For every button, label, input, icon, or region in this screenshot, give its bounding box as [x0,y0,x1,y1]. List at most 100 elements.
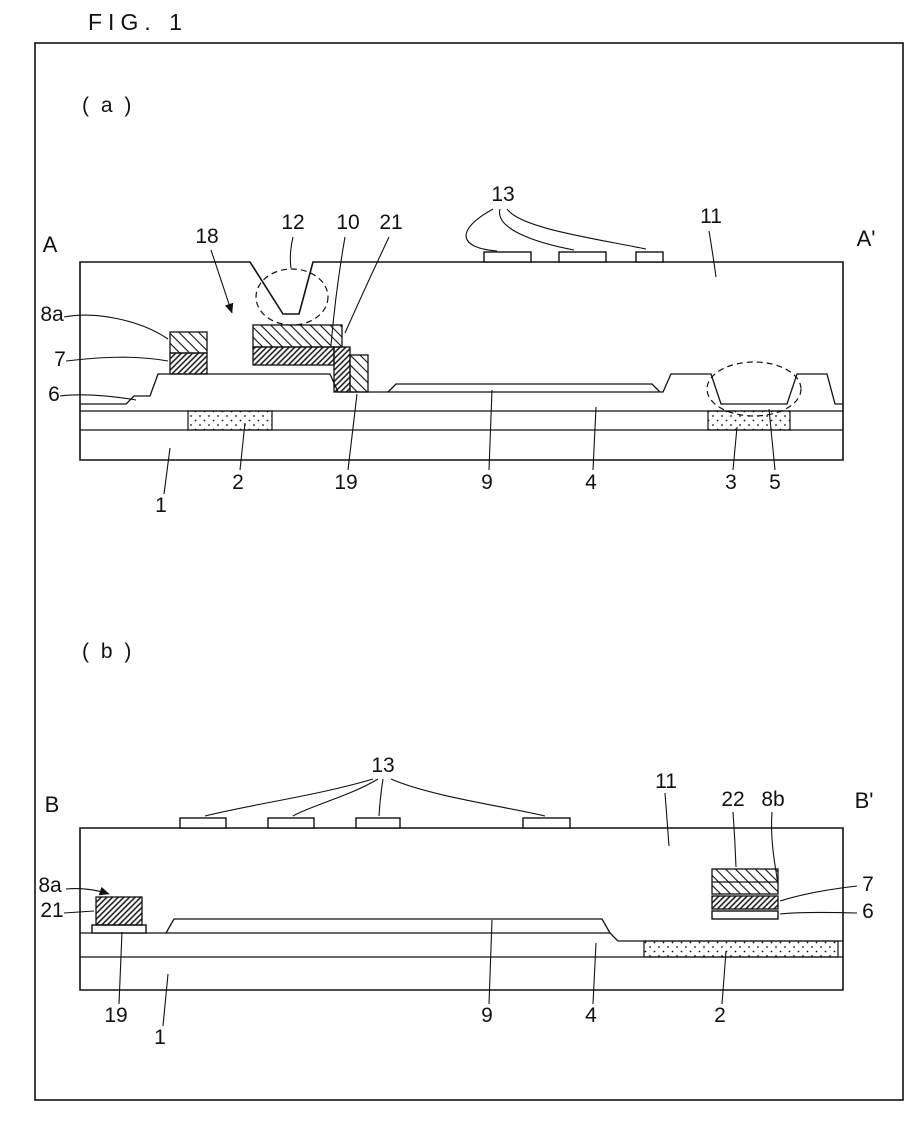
callout-a-4: 4 [585,471,597,494]
leader-a-13-2 [499,208,575,251]
leader-a-2 [239,422,246,471]
callout-b-9: 9 [481,1004,493,1027]
leader-b-21 [63,910,95,914]
panel-a-contact-ellipse-12 [255,268,329,326]
callout-b-11: 11 [655,770,677,793]
leader-a-13-1 [465,208,498,252]
section-marker-B-prime: B' [855,788,874,813]
callout-b-8a: 8a [38,874,62,897]
leader-a-4 [592,406,597,471]
leader-a-12 [289,236,294,269]
callout-a-8a: 8a [40,303,64,326]
callout-a-13: 13 [491,183,514,206]
callout-b-13: 13 [371,754,394,777]
leader-b-9 [488,919,493,1005]
callout-a-12: 12 [281,211,304,234]
callout-b-7: 7 [862,873,874,896]
panel-a-cross-section-outline [79,261,844,461]
panel-a-contact-ellipse-right [706,361,802,417]
callout-b-1: 1 [154,1026,166,1049]
figure-border [34,42,904,1101]
leader-b-7 [779,885,858,902]
panel-a-electrode-21 [252,324,343,348]
leader-a-6 [59,394,137,401]
leader-b-1 [162,973,169,1027]
callout-b-4: 4 [585,1004,597,1027]
figure-title: FIG. 1 [88,9,188,35]
panel-b-bump-13-3 [355,817,401,829]
leader-b-19 [118,931,123,1005]
callout-a-3: 3 [725,471,737,494]
callout-a-10: 10 [336,211,359,234]
section-marker-B: B [45,792,60,817]
callout-b-22: 22 [721,788,744,811]
callout-b-8b: 8b [761,788,784,811]
panel-b-layer-7 [711,895,779,910]
leader-a-18 [210,249,234,314]
leader-b-22 [732,811,737,868]
panel-b-insulator-surface [80,932,843,942]
callout-a-1: 1 [155,494,167,517]
leader-a-1 [163,447,171,495]
panel-a-dotted-pattern-3 [707,410,791,431]
panel-a-bump-13-2 [558,251,607,263]
callout-a-5: 5 [769,471,781,494]
callout-b-6: 6 [862,900,874,923]
panel-a-electrode-8a [169,331,208,354]
panel-a: ( a ) A A' [40,94,875,517]
leader-b-13-2 [292,778,379,817]
callout-a-6: 6 [48,383,60,406]
panel-a-bump-13-1 [483,251,532,263]
callout-b-21: 21 [40,899,63,922]
panel-b-gate-line-19 [91,924,147,934]
leader-a-19 [347,393,358,471]
panel-a-semiconductor-9 [387,383,661,393]
leader-a-8a [63,314,169,340]
panel-a-insulator-surface [80,373,843,405]
leader-b-11 [664,792,670,847]
panel-a-electrode-10 [252,346,335,366]
callout-a-19: 19 [334,471,357,494]
panel-a-bump-13-3 [635,251,664,263]
panel-a-electrode-7 [169,352,208,375]
leader-a-3 [732,426,738,471]
leader-b-8a [65,886,110,896]
panel-a-electrode-step [333,346,351,393]
panel-b-pad-21 [95,896,143,926]
leader-b-13-1 [204,778,374,817]
leader-b-6 [779,911,858,915]
leader-b-8b [771,811,779,885]
section-marker-A-prime: A' [857,226,876,251]
callout-a-11: 11 [700,205,722,228]
leader-a-5 [768,408,776,471]
panel-a-label: ( a ) [82,94,134,117]
callout-a-21: 21 [379,211,402,234]
panel-b-bump-13-4 [522,817,571,829]
callout-a-18: 18 [195,225,218,248]
panel-a-electrode-19 [349,354,369,393]
panel-b: ( b ) B B' [38,640,874,1049]
callout-b-19: 19 [104,1004,127,1027]
leader-a-9 [488,389,493,471]
leader-a-10 [330,236,346,346]
leader-a-21 [344,236,390,334]
callout-a-7: 7 [54,348,66,371]
section-marker-A: A [43,232,58,257]
panel-b-layer-6 [711,910,779,920]
leader-b-13-4 [390,778,546,817]
leader-a-11 [708,230,717,278]
panel-b-bump-13-1 [179,817,227,829]
leader-b-13-3 [378,778,384,817]
panel-b-dotted-pattern-2 [643,940,839,958]
callout-a-2: 2 [232,471,244,494]
panel-b-bump-13-2 [267,817,315,829]
panel-b-semiconductor-9 [165,918,611,934]
leader-a-7 [65,356,169,362]
leader-b-2 [721,950,727,1005]
callout-b-2: 2 [714,1004,726,1027]
panel-b-cross-section-outline [79,827,844,991]
leader-a-13-3 [506,208,647,250]
panel-a-dotted-pattern-2 [187,410,273,431]
panel-b-label: ( b ) [82,640,134,663]
